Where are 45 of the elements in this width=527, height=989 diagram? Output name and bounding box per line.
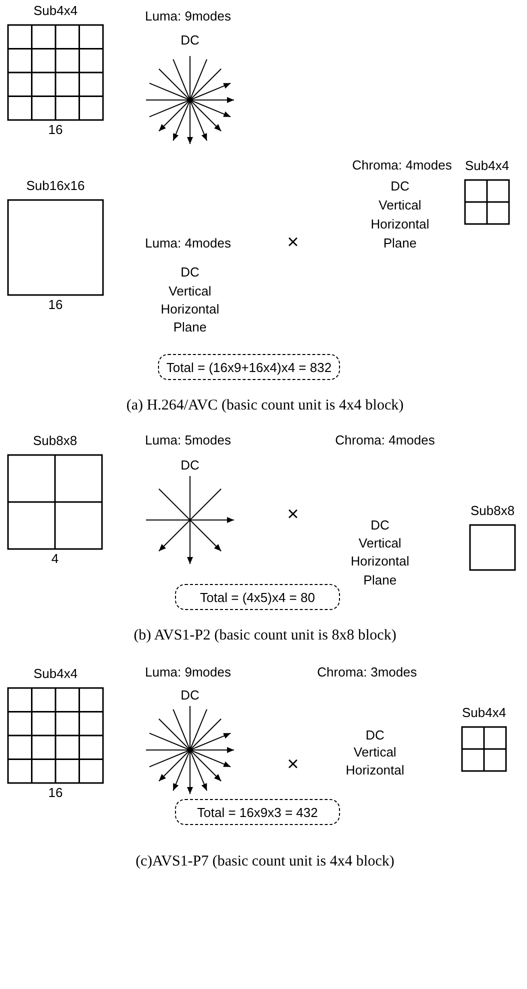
mode-count: Chroma: 4modes <box>352 158 452 172</box>
formula-box: Total = 16x9x3 = 432 <box>175 799 340 825</box>
figure-caption: (a) H.264/AVC (basic count unit is 4x4 block) <box>126 398 404 414</box>
mode-name: DC <box>390 178 410 194</box>
mode-name: DC <box>370 518 390 532</box>
block-count: 16 <box>48 297 63 312</box>
block-size-label: Sub8x8 <box>470 503 515 518</box>
mode-name: DC <box>366 728 384 742</box>
figure-caption: (b) AVS1-P2 (basic count unit is 8x8 block) <box>134 628 396 644</box>
mode-count: Luma: 4modes <box>145 236 231 250</box>
block-count: 4 <box>51 551 59 566</box>
block-size-label: Sub4x4 <box>33 3 78 18</box>
mode-name: Horizontal <box>350 554 410 568</box>
multiply-sign: × <box>287 754 299 776</box>
block-count: 16 <box>48 122 63 137</box>
mode-name: Vertical <box>358 536 402 550</box>
mode-name: Vertical <box>168 284 212 298</box>
mode-name: Vertical <box>378 198 422 212</box>
mode-name: Horizontal <box>160 302 220 316</box>
block-size-label: Sub4x4 <box>462 705 506 720</box>
mode-count: Chroma: 4modes <box>335 432 435 448</box>
mode-name: Horizontal <box>370 216 430 232</box>
mode-name: DC <box>180 688 200 702</box>
mode-name: Plane <box>173 320 207 334</box>
block-count: 16 <box>48 785 63 800</box>
formula-box: Total = (4x5)x4 = 80 <box>175 584 340 610</box>
mode-name: DC <box>180 458 200 472</box>
multiply-sign: × <box>287 232 299 254</box>
mode-count: Luma: 9modes <box>145 8 231 24</box>
mode-count: Luma: 9modes <box>145 664 231 680</box>
mode-name: Plane <box>383 236 417 250</box>
figure-caption: (c)AVS1-P7 (basic count unit is 4x4 block) <box>136 854 394 870</box>
block-size-label: Sub4x4 <box>33 666 78 681</box>
mode-name: DC <box>180 264 200 280</box>
mode-name: Plane <box>363 572 397 588</box>
mode-name: Vertical <box>354 744 396 760</box>
mode-count: Luma: 5modes <box>145 432 231 448</box>
multiply-sign: × <box>287 504 299 526</box>
block-size-label: Sub8x8 <box>32 433 78 448</box>
block-size-label: Sub4x4 <box>464 158 510 173</box>
mode-name: Horizontal <box>346 762 404 778</box>
mode-count: Chroma: 3modes <box>317 664 417 680</box>
block-size-label: Sub16x16 <box>26 178 85 193</box>
mode-name: DC <box>180 32 200 48</box>
formula-box: Total = (16x9+16x4)x4 = 832 <box>158 354 340 380</box>
